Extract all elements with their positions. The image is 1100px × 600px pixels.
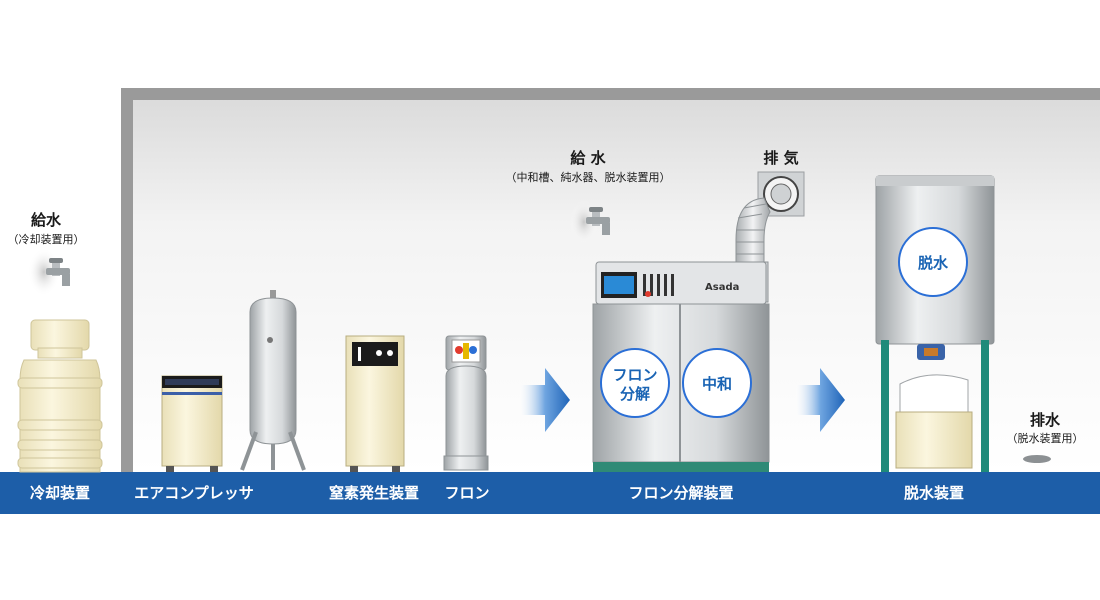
label-air-compressor: エアコンプレッサ [134,484,254,502]
air-compressor-unit [161,375,223,472]
label-freon-decomposer: フロン分解装置 [628,484,733,502]
exhaust-title: 排 気 [763,149,798,167]
flow-arrow-1 [520,368,570,432]
water-tap-cooling [28,248,70,296]
dehydration-circle: 脱水 [898,227,968,297]
brand-label: Asada [705,282,739,293]
flow-arrow-2 [796,368,845,432]
water-tap-main [570,200,610,244]
decomposition-label-line2: 分解 [620,385,650,403]
water-supply-main-sub: （中和槽、純水器、脱水装置用） [506,170,671,184]
decomposition-label-line1: フロン [612,366,657,384]
water-supply-cooling-sub: （冷却装置用） [8,233,85,246]
drain-title: 排水 [1030,411,1061,429]
drain-outlet [1023,455,1051,463]
label-dehydrator: 脱水装置 [904,484,964,502]
freon-cylinder [443,335,489,471]
cooling-device [17,319,103,473]
room-wall [121,88,133,473]
nitrogen-generator [345,335,405,472]
dehydration-label: 脱水 [918,254,949,272]
water-supply-cooling-title: 給水 [31,211,62,229]
decomposition-circle: フロン 分解 [600,348,670,418]
water-supply-main-title: 給 水 [570,149,606,167]
neutralization-circle: 中和 [682,348,752,418]
label-cooling-device: 冷却装置 [30,484,90,502]
air-tank [240,290,306,471]
exhaust-duct [735,197,771,271]
room-ceiling [121,88,1100,100]
label-freon: フロン [444,484,489,502]
drain-sub: （脱水装置用） [1007,431,1084,445]
neutralization-label: 中和 [702,375,732,393]
floor-band [0,472,1100,514]
label-nitrogen-generator: 窒素発生装置 [329,484,419,502]
